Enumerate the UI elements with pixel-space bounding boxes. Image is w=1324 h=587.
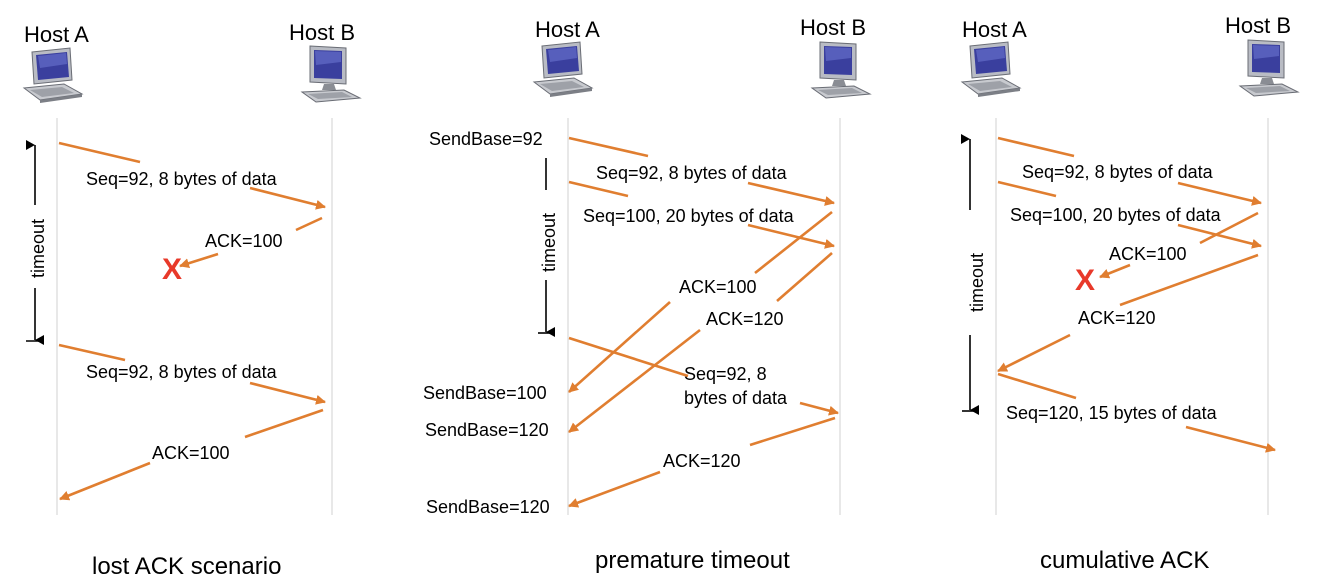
computer-icon	[301, 45, 361, 103]
data-segment-arrow	[249, 186, 326, 210]
sendbase-label: SendBase=120	[425, 420, 549, 440]
ack-arrow	[59, 461, 151, 501]
data-segment-arrow	[568, 136, 649, 158]
scenario-caption: lost ACK scenario	[92, 553, 281, 580]
ack-arrow	[568, 328, 701, 434]
data-segment-arrow	[997, 136, 1075, 158]
data-segment-arrow	[58, 141, 141, 164]
computer-icon	[1239, 39, 1299, 97]
timeout-label: timeout	[967, 253, 987, 312]
computer-icon	[811, 41, 871, 99]
scenario-caption: cumulative ACK	[1040, 547, 1209, 574]
data-segment-arrow	[997, 372, 1077, 400]
computer-icon	[23, 47, 83, 104]
data-segment-arrow	[997, 180, 1057, 198]
ack-label: ACK=120	[1078, 308, 1156, 328]
data-segment-arrow	[568, 180, 629, 198]
data-segment-arrow	[799, 401, 839, 416]
host-b-label: Host B	[289, 20, 355, 45]
ack-label: ACK=100	[679, 277, 757, 297]
scenario-lost-ack: Host A Host B timeout Seq=92, 8 bytes of…	[23, 20, 361, 580]
data-segment-arrow	[568, 336, 689, 378]
host-a-label: Host A	[962, 17, 1027, 42]
sendbase-label: SendBase=100	[423, 383, 547, 403]
ack-arrow	[1119, 253, 1259, 307]
segment-label: bytes of data	[684, 388, 788, 408]
data-segment-arrow	[249, 381, 326, 405]
ack-arrow	[997, 333, 1071, 373]
ack-arrow	[776, 252, 833, 302]
segment-label: Seq=92, 8 bytes of data	[596, 163, 788, 183]
ack-arrow	[568, 470, 661, 508]
data-segment-arrow	[1177, 223, 1262, 249]
timeout-label: timeout	[28, 219, 48, 278]
sendbase-label: SendBase=120	[426, 497, 550, 517]
scenario-caption: premature timeout	[595, 547, 790, 574]
ack-arrow-lost	[179, 252, 219, 269]
ack-label: ACK=100	[152, 443, 230, 463]
segment-label: Seq=100, 20 bytes of data	[1010, 205, 1222, 225]
ack-label: ACK=120	[706, 309, 784, 329]
host-a-label: Host A	[24, 22, 89, 47]
host-a-label: Host A	[535, 17, 600, 42]
ack-label: ACK=120	[663, 451, 741, 471]
ack-arrow	[568, 301, 671, 393]
segment-label: Seq=120, 15 bytes of data	[1006, 403, 1218, 423]
timeout-label: timeout	[539, 213, 559, 272]
computer-icon	[533, 41, 593, 98]
computer-icon	[961, 41, 1021, 98]
data-segment-arrow	[1185, 425, 1276, 453]
ack-arrow	[754, 210, 833, 275]
data-segment-arrow	[747, 181, 835, 206]
segment-label: Seq=92, 8 bytes of data	[1022, 162, 1214, 182]
segment-label: Seq=92, 8	[684, 364, 767, 384]
ack-arrow	[1199, 211, 1259, 245]
data-segment-arrow	[1177, 181, 1262, 206]
ack-arrow	[295, 216, 323, 232]
ack-arrow	[244, 408, 324, 439]
host-b-label: Host B	[1225, 13, 1291, 38]
lost-packet-icon: X	[162, 253, 182, 286]
data-segment-arrow	[58, 343, 126, 362]
scenario-cumulative-ack: Host A Host B timeout Seq=92, 8 bytes of…	[961, 13, 1299, 574]
segment-label: Seq=92, 8 bytes of data	[86, 169, 278, 189]
ack-arrow	[749, 416, 836, 447]
ack-label: ACK=100	[1109, 244, 1187, 264]
host-b-label: Host B	[800, 15, 866, 40]
segment-label: Seq=100, 20 bytes of data	[583, 206, 795, 226]
lost-packet-icon: X	[1075, 264, 1095, 297]
segment-label: Seq=92, 8 bytes of data	[86, 362, 278, 382]
data-segment-arrow	[747, 223, 835, 249]
ack-arrow-lost	[1099, 263, 1131, 279]
ack-label: ACK=100	[205, 231, 283, 251]
scenario-premature-timeout: Host A Host B SendBase=92 timeout Seq=92…	[423, 15, 871, 574]
sendbase-label: SendBase=92	[429, 129, 543, 149]
